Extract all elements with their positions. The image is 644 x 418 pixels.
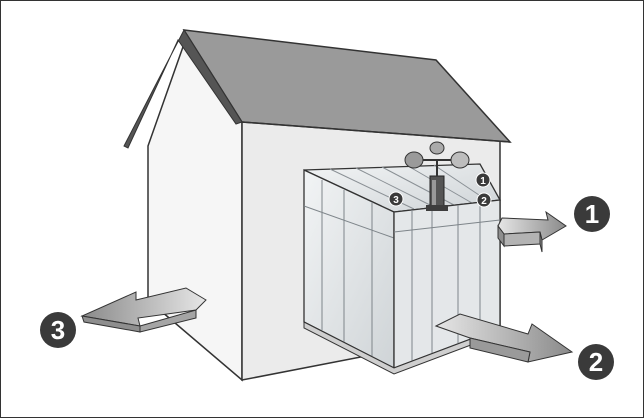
- svg-text:3: 3: [51, 315, 65, 345]
- badge-1: 1: [574, 196, 610, 232]
- arrow-icon: [434, 313, 574, 363]
- marker-small-1: 1: [475, 172, 491, 188]
- marker-small-2: 2: [476, 192, 492, 208]
- badge-3: 3: [40, 312, 76, 348]
- svg-text:3: 3: [393, 195, 399, 206]
- svg-text:2: 2: [481, 196, 487, 207]
- house-eave: [241, 121, 511, 143]
- arrow-icon: [80, 287, 207, 333]
- badge-2: 2: [578, 344, 614, 380]
- svg-text:2: 2: [589, 347, 603, 377]
- arrow-icon: [497, 210, 567, 253]
- marker-small-3: 3: [388, 191, 404, 207]
- svg-text:1: 1: [480, 176, 486, 187]
- conservatory: [303, 163, 502, 375]
- svg-text:1: 1: [585, 199, 599, 229]
- conservatory-front-mullions: [393, 202, 501, 362]
- conservatory-left-mullions: [303, 180, 395, 356]
- anemometer-icon: [404, 141, 470, 211]
